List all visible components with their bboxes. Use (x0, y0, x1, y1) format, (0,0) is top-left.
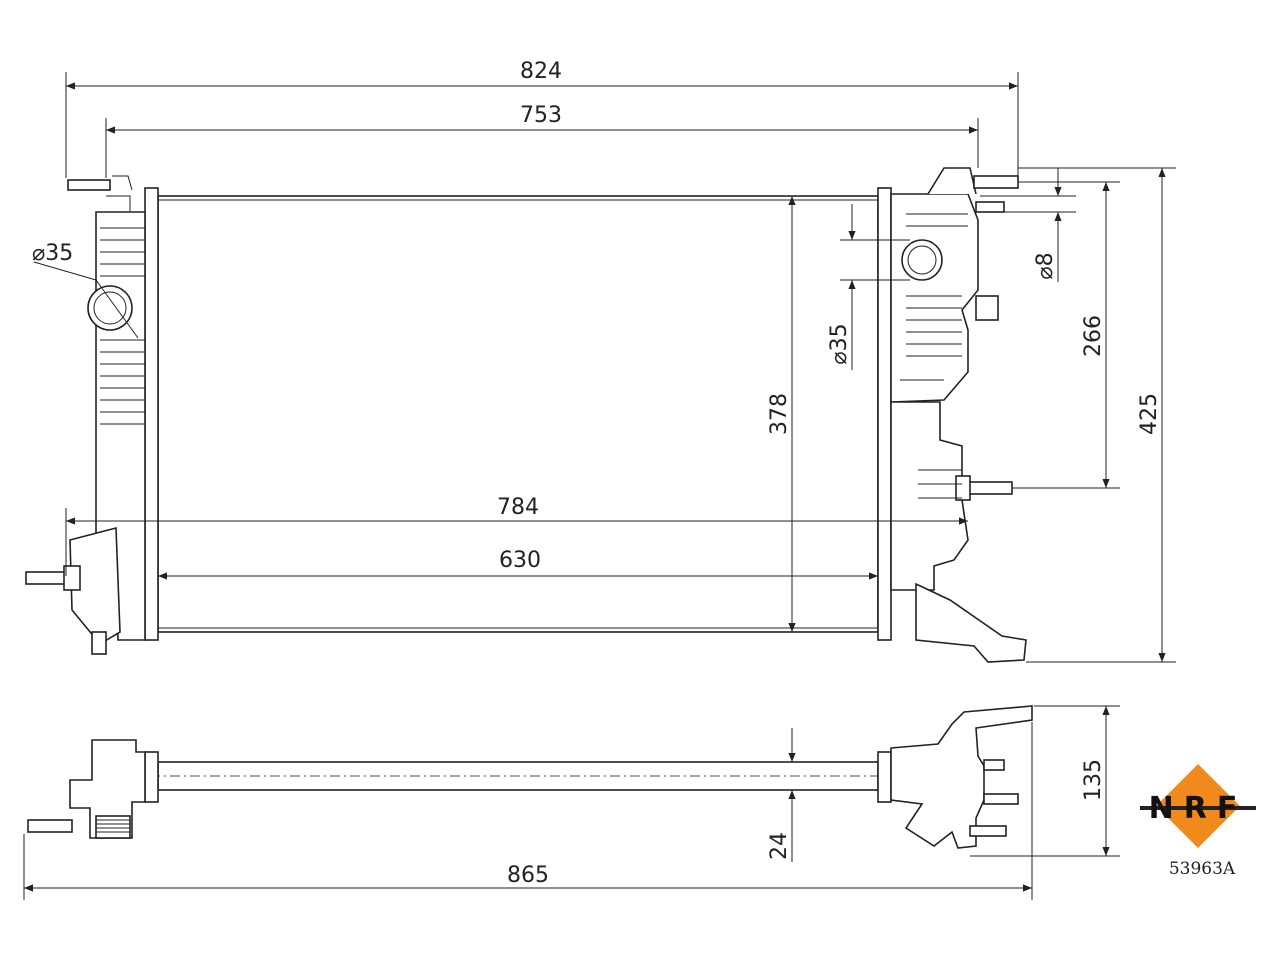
left-tank (25, 175, 159, 655)
left-inlet-pipe (87, 285, 133, 331)
dim-vent-diameter: ⌀8 (1033, 252, 1058, 279)
dim-core-height: 378 (767, 393, 792, 435)
logo-text: NRF (1149, 791, 1248, 826)
dim-total-length: 865 (507, 863, 549, 888)
front-view (25, 72, 1176, 663)
dim-depth: 135 (1081, 759, 1106, 801)
top-view (23, 705, 1120, 900)
dim-core-width-outer: 784 (497, 495, 539, 520)
radiator-core (157, 195, 879, 633)
dim-mount-height: 266 (1081, 315, 1106, 357)
nrf-logo: NRF (1140, 764, 1256, 848)
front-dimension-lines (33, 72, 1176, 663)
dim-overall-width: 824 (520, 59, 562, 84)
part-number: 53963A (1169, 859, 1236, 879)
dim-outlet-diameter: ⌀35 (827, 323, 852, 364)
dim-core-depth: 24 (767, 832, 792, 860)
dim-core-width-inner: 630 (499, 548, 541, 573)
dim-inlet-diameter: ⌀35 (32, 241, 73, 266)
dim-overall-height: 425 (1137, 393, 1162, 435)
dim-tank-width: 753 (520, 103, 562, 128)
right-tank (877, 167, 1027, 663)
